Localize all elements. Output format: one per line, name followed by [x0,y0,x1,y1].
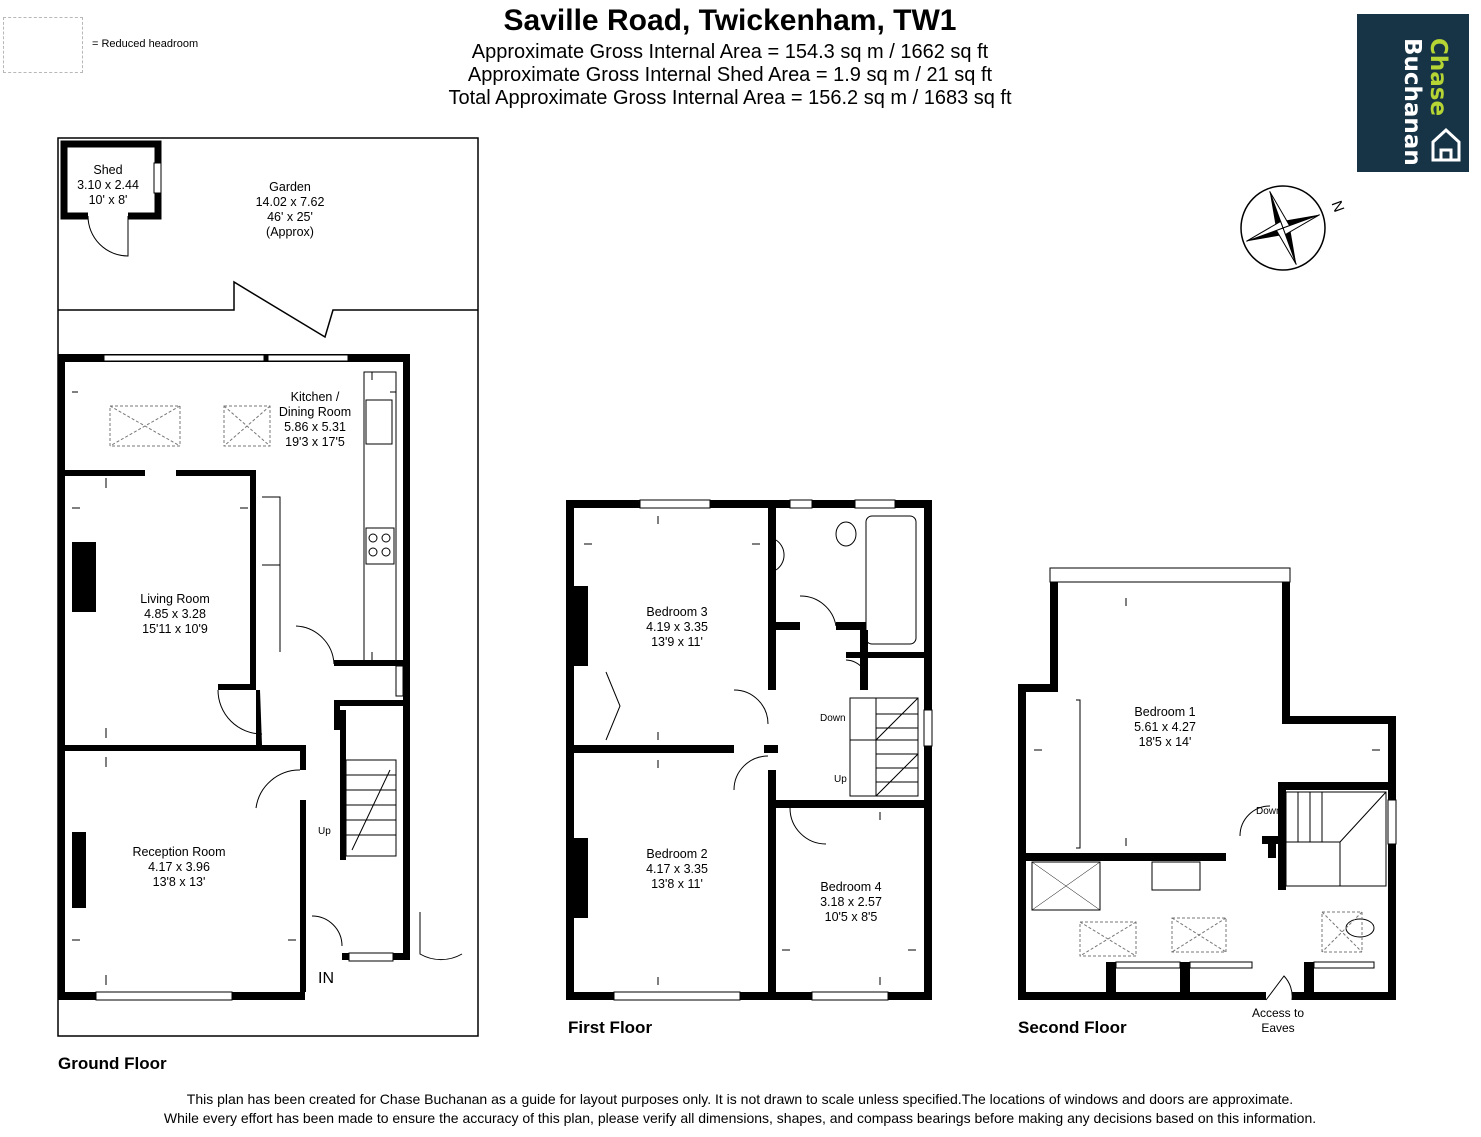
second-stairs-down-label: Down [1256,806,1282,817]
reduced-headroom-legend: = Reduced headroom [92,38,199,50]
ground-floor-title: Ground Floor [58,1054,167,1073]
second-floor-title: Second Floor [1018,1018,1127,1037]
hob-icon [365,527,395,565]
ground-floor-plan [57,137,479,1037]
entrance-label: IN [318,970,334,987]
disclaimer-line-1: This plan has been created for Chase Buc… [186,1091,1294,1107]
first-stairs-up-label: Up [834,774,847,785]
living-room-label: Living Room 4.85 x 3.28 15'11 x 10'9 [140,592,210,636]
disclaimer: This plan has been created for Chase Buc… [40,1090,1440,1128]
compass-rose-icon [1240,185,1326,271]
bedroom-2-label: Bedroom 2 4.17 x 3.35 13'8 x 11' [646,847,708,891]
shed-door-gap [88,212,128,220]
plan-header: Saville Road, Twickenham, TW1 Approximat… [300,4,1160,110]
garden-label: Garden 14.02 x 7.62 46' x 25' (Approx) [255,180,325,239]
rear-window-1 [103,354,265,362]
second-measure-arrows [1034,598,1380,846]
shed-window [153,162,162,194]
shed-label: Shed 3.10 x 2.44 10' x 8' [77,163,139,207]
rear-window-2 [267,354,349,362]
rooflight-icons [109,405,271,447]
garden-fence [58,280,478,339]
eaves-access-label: Access to Eaves [1251,1006,1305,1035]
first-floor-plan [566,499,933,1001]
ground-stairs-up-label: Up [318,826,331,837]
bedroom-3-label: Bedroom 3 4.19 x 3.35 13'9 x 11' [646,605,708,649]
plot-boundary [57,137,479,1037]
second-floor-plan [1018,567,1397,1001]
house-outer-walls [58,354,410,1000]
ground-measure-arrows [72,372,396,985]
second-floor-outer-walls [1018,570,1396,1000]
gross-area-line: Approximate Gross Internal Area = 154.3 … [471,40,989,63]
house-icon [1431,127,1461,162]
side-window [395,665,404,697]
porch-window [348,952,394,962]
first-stairs-down-label: Down [820,713,846,724]
total-area-line: Total Approximate Gross Internal Area = … [448,86,1012,109]
dormer-window [1049,567,1291,583]
bedroom-4-label: Bedroom 4 3.18 x 2.57 10'5 x 8'5 [820,880,882,924]
sink-icon [365,399,393,445]
first-staircase-icon [849,697,919,797]
wc-icon [835,521,857,547]
chase-buchanan-logo: Chase Buchanan [1357,14,1469,172]
shower-tray-icon [1031,861,1101,911]
second-staircase-icon [1285,791,1387,887]
shed-area-line: Approximate Gross Internal Shed Area = 1… [467,63,993,86]
shed-walls [60,140,162,220]
second-wc-icon [1345,918,1375,938]
bedroom-1-label: Bedroom 1 5.61 x 4.27 18'5 x 14' [1134,705,1196,749]
second-basin-icon [1151,861,1201,891]
bath-icon [865,515,917,645]
front-window [95,991,233,1001]
ground-staircase-icon [345,759,397,857]
first-floor-title: First Floor [568,1018,653,1037]
kitchen-dining-label: Kitchen / Dining Room 5.86 x 5.31 19'3 x… [278,390,352,449]
shed-door-swing [87,215,129,257]
basin-icon [775,539,785,571]
property-title: Saville Road, Twickenham, TW1 [503,4,957,37]
reception-room-label: Reception Room 4.17 x 3.96 13'8 x 13' [132,845,226,889]
disclaimer-line-2: While every effort has been made to ensu… [163,1110,1317,1126]
first-measure-arrows [584,516,916,985]
reduced-headroom-swatch [3,17,83,73]
